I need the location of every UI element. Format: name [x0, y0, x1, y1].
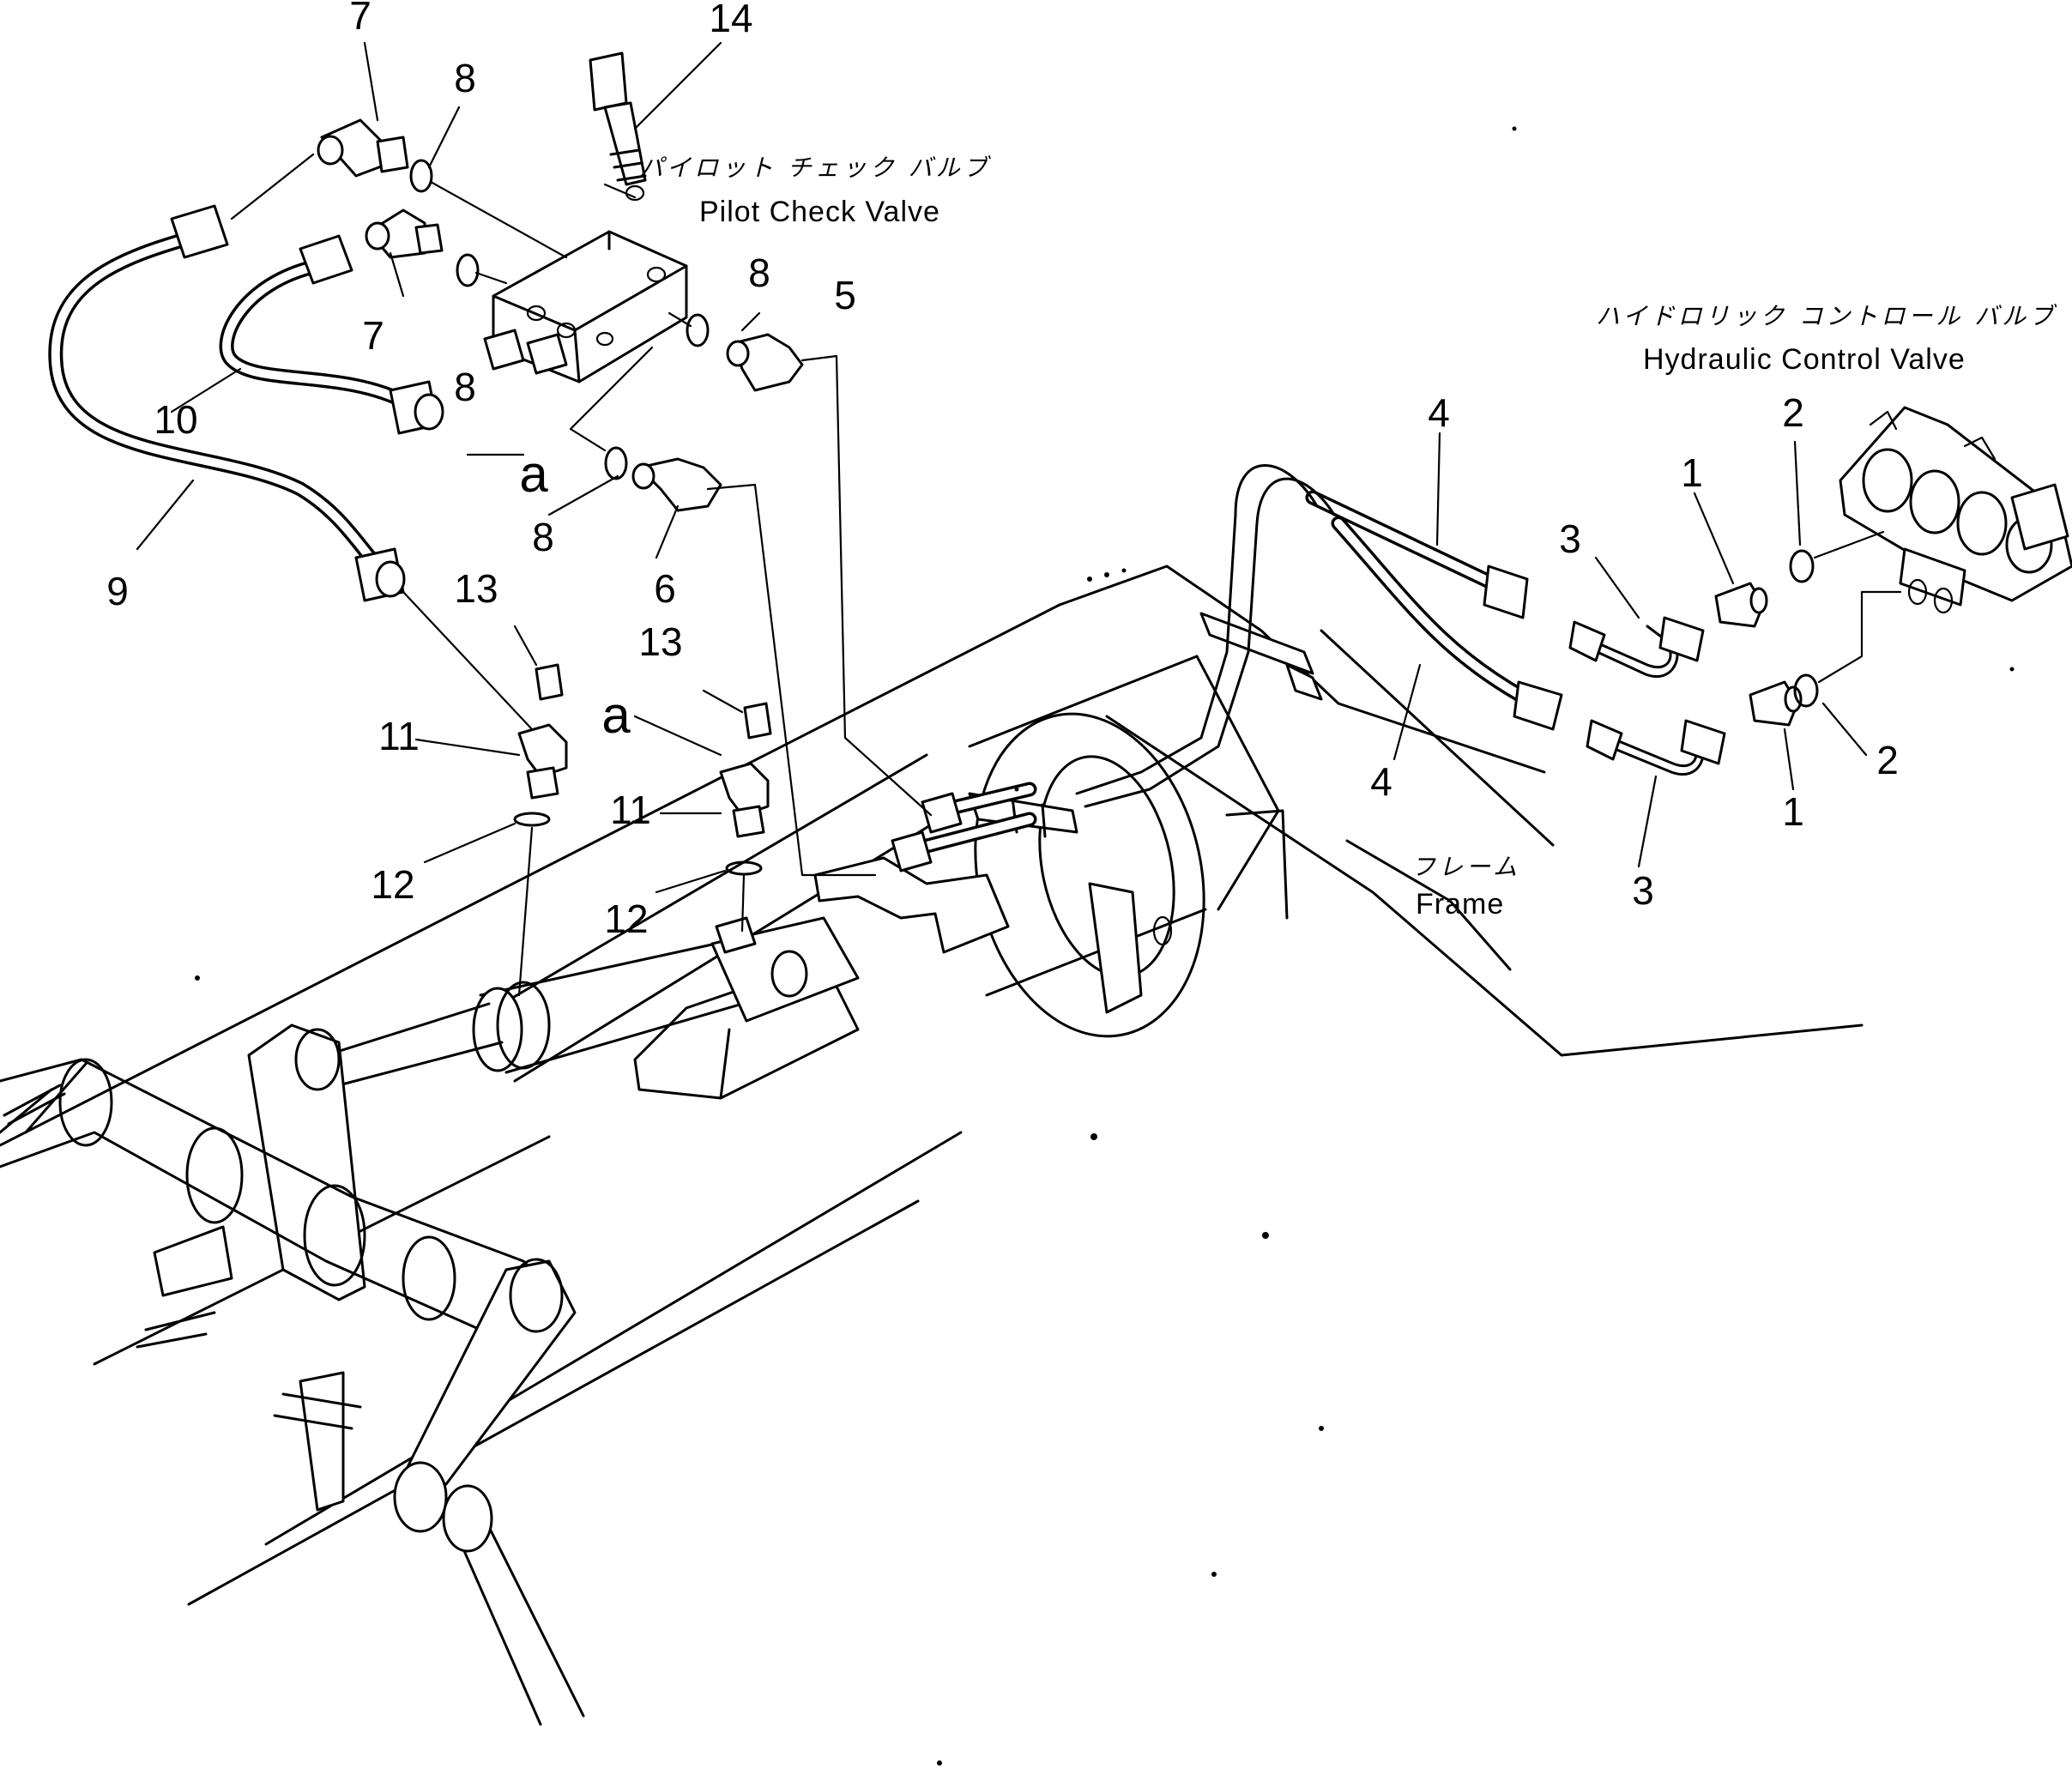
callout-8: 8 [532, 515, 554, 559]
callout-7: 7 [362, 313, 384, 358]
callout-4: 4 [1370, 759, 1392, 804]
callout-2: 2 [1782, 390, 1804, 435]
callout-4: 4 [1428, 390, 1450, 435]
callout-12: 12 [371, 862, 414, 907]
callout-3: 3 [1559, 516, 1581, 561]
callout-11: 11 [610, 788, 651, 832]
callout-2: 2 [1876, 738, 1899, 782]
pilot-check-valve-label-en: Pilot Check Valve [699, 196, 940, 228]
hydraulic-control-valve-label-en: Hydraulic Control Valve [1643, 343, 1966, 376]
callout-13: 13 [638, 619, 682, 664]
callout-7: 7 [349, 0, 372, 38]
callout-14: 14 [709, 0, 752, 40]
speckle-dots [195, 126, 2015, 1766]
hydraulic-control-valve-label-jp: ハイドロリック コントロール バルブ [1596, 302, 2057, 330]
pilot-check-valve-label-jp: パイロット チェック バルブ [639, 154, 992, 182]
callout-1: 1 [1782, 789, 1804, 834]
connection-lines [230, 153, 1902, 997]
callout-12: 12 [604, 897, 648, 941]
callout-8: 8 [454, 56, 476, 100]
callout-a: a [601, 686, 631, 744]
callout-10: 10 [154, 397, 197, 442]
steering-cylinder [0, 916, 860, 1726]
frame-label-jp: フレーム [1411, 853, 1520, 881]
hydraulic-control-valve [1839, 406, 2072, 614]
fittings [170, 118, 1819, 876]
callout-11: 11 [378, 714, 420, 758]
callout-8: 8 [454, 365, 476, 409]
callout-13: 13 [454, 566, 498, 611]
callout-3: 3 [1632, 868, 1654, 913]
pilot-check-valve [483, 51, 688, 383]
frame-label-en: Frame [1416, 888, 1504, 921]
callout-labels: 7 14 8 8 8 8 7 5 10 a 6 9 13 13 a 11 11 … [106, 0, 1899, 941]
callout-6: 6 [654, 566, 676, 611]
callout-1: 1 [1681, 450, 1703, 495]
callout-9: 9 [106, 569, 129, 613]
callout-5: 5 [834, 273, 856, 317]
callout-a: a [519, 445, 548, 503]
hoses-and-pipes [48, 228, 1705, 857]
callout-8: 8 [748, 251, 770, 295]
callout-leaders [136, 41, 1868, 894]
component-labels: パイロット チェック バルブ Pilot Check Valve ハイドロリック… [639, 154, 2057, 921]
